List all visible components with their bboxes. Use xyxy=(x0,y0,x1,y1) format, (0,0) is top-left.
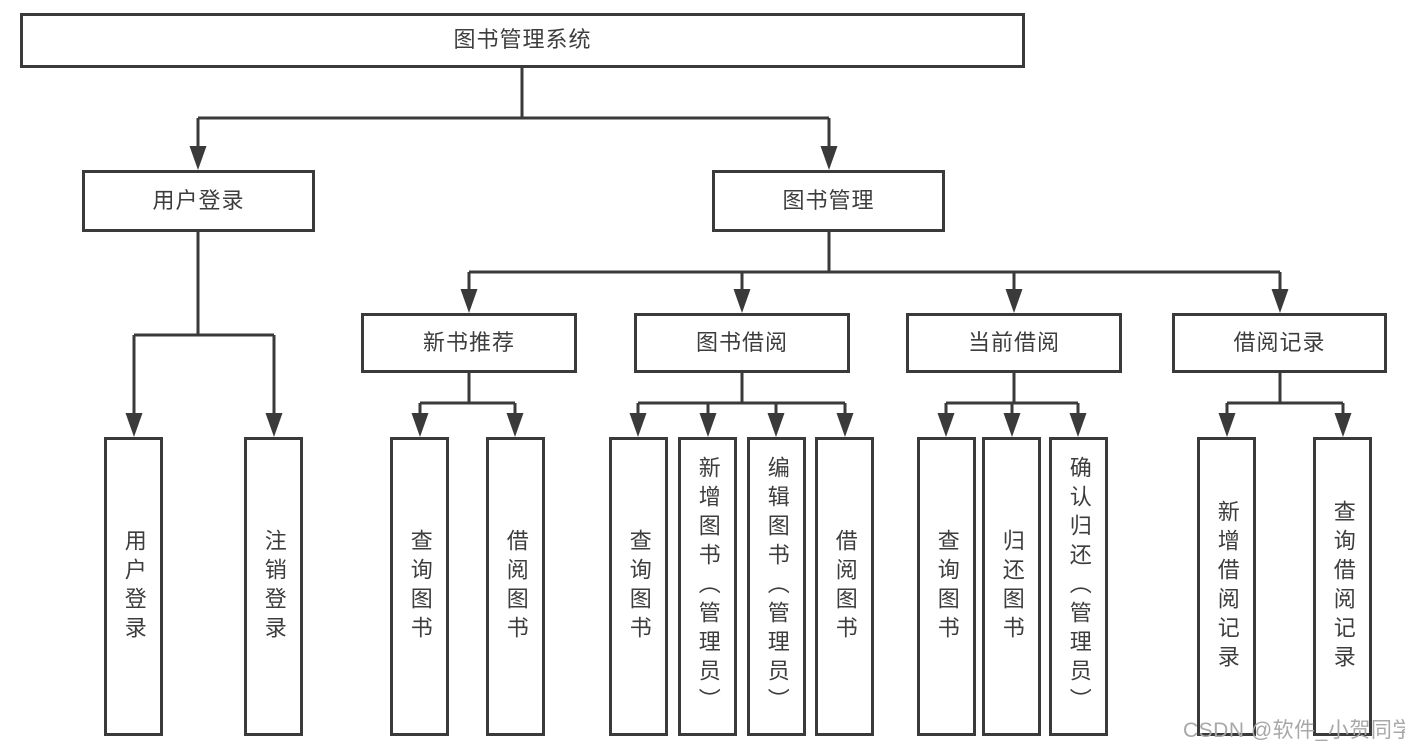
leaf-logout: 注销登录 xyxy=(244,437,303,736)
arrowhead xyxy=(937,413,955,437)
node-current-borrow: 当前借阅 xyxy=(906,313,1122,373)
node-book-management: 图书管理 xyxy=(712,170,945,232)
edge-borrowrecord-to-leaves xyxy=(1225,373,1345,417)
arrowhead xyxy=(460,289,478,313)
arrowhead xyxy=(820,146,838,170)
edge-bookmgmt-to-level3 xyxy=(467,232,1282,293)
arrowhead xyxy=(1218,413,1236,437)
edge-bookborrow-to-leaves xyxy=(636,373,847,417)
leaf-add-book-admin: 新增图书（管理员） xyxy=(678,437,737,736)
arrowhead xyxy=(125,413,143,437)
edge-newbook-to-leaves xyxy=(418,373,517,417)
leaf-return-book: 归还图书 xyxy=(982,437,1041,736)
arrowhead xyxy=(189,146,207,170)
leaf-query-book-1: 查询图书 xyxy=(390,437,449,736)
arrowhead xyxy=(411,413,429,437)
leaf-query-book-3: 查询图书 xyxy=(917,437,976,736)
leaf-query-borrow-record: 查询借阅记录 xyxy=(1313,437,1372,736)
node-user-login: 用户登录 xyxy=(82,170,315,232)
arrowhead xyxy=(629,413,647,437)
arrowhead xyxy=(265,413,283,437)
arrowhead xyxy=(506,413,524,437)
arrowhead xyxy=(1003,413,1021,437)
node-book-borrow: 图书借阅 xyxy=(634,313,850,373)
arrowhead xyxy=(699,413,717,437)
leaf-borrow-book-2: 借阅图书 xyxy=(815,437,874,736)
arrowhead xyxy=(1069,413,1087,437)
arrowhead xyxy=(1334,413,1352,437)
arrowhead xyxy=(1271,289,1289,313)
arrowhead xyxy=(836,413,854,437)
watermark-text: CSDN @软件_小贺同学 xyxy=(1183,719,1405,742)
edge-currentborrow-to-leaves xyxy=(944,373,1080,417)
arrowhead xyxy=(767,413,785,437)
edge-root-to-level2 xyxy=(196,68,831,150)
leaf-query-book-2: 查询图书 xyxy=(609,437,668,736)
arrowhead xyxy=(733,289,751,313)
leaf-user-login: 用户登录 xyxy=(104,437,163,736)
node-new-book-recommend: 新书推荐 xyxy=(361,313,577,373)
node-root-system: 图书管理系统 xyxy=(20,13,1025,68)
leaf-add-borrow-record: 新增借阅记录 xyxy=(1197,437,1256,736)
leaf-borrow-book-1: 借阅图书 xyxy=(486,437,545,736)
node-borrow-record: 借阅记录 xyxy=(1172,313,1387,373)
leaf-edit-book-admin: 编辑图书（管理员） xyxy=(747,437,806,736)
edge-userlogin-to-leaves xyxy=(132,232,276,417)
arrowhead xyxy=(1005,289,1023,313)
leaf-confirm-return-admin: 确认归还（管理员） xyxy=(1049,437,1108,736)
